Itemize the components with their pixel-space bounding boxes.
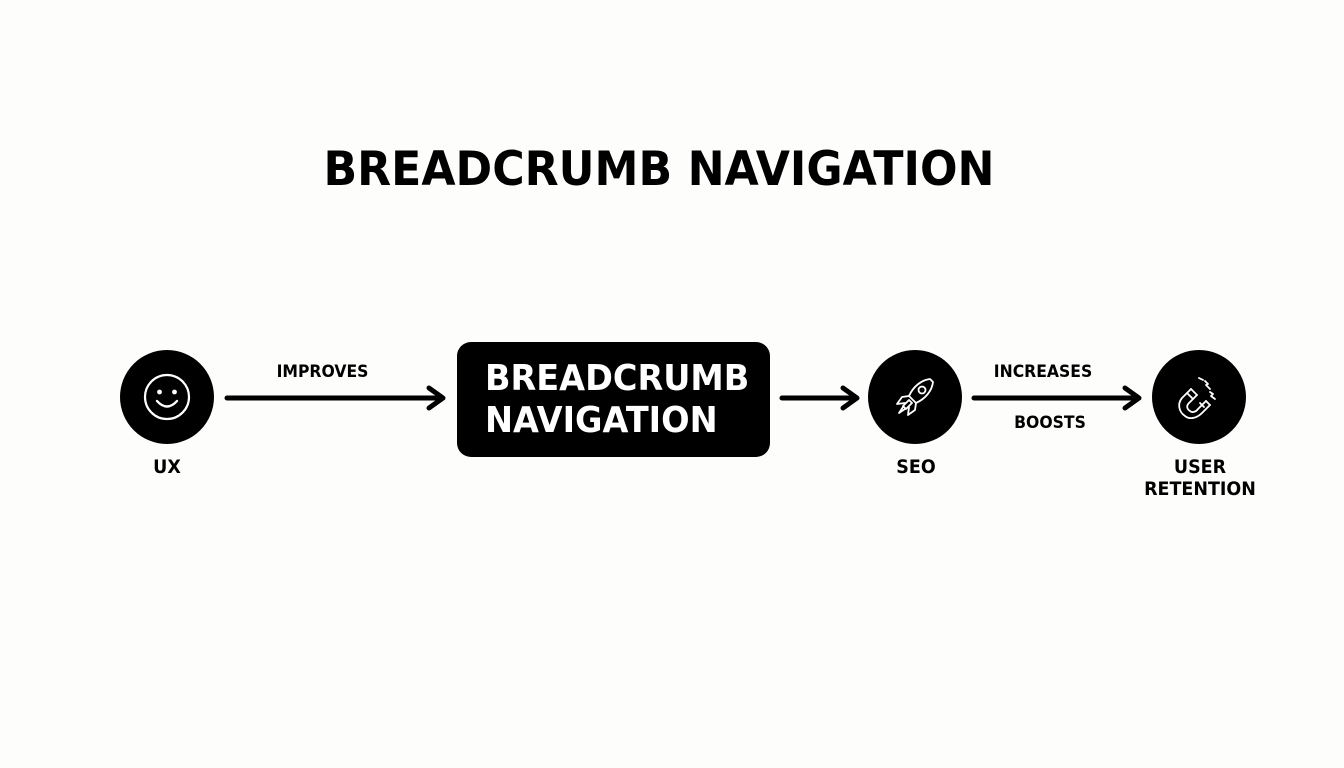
- seo-to-retention-arrow: [971, 385, 1144, 411]
- improves-label: IMPROVES: [276, 362, 369, 382]
- ux-node: [120, 350, 214, 444]
- user-retention-label: USER RETENTION: [1144, 456, 1256, 500]
- center-node-line1: BREADCRUMB: [485, 357, 750, 399]
- rocket-icon: [896, 378, 934, 416]
- increases-label: INCREASES: [993, 362, 1093, 382]
- seo-node: [868, 350, 962, 444]
- center-node-line2: NAVIGATION: [485, 399, 718, 441]
- center-to-seo-arrow: [779, 385, 862, 411]
- user-retention-node: [1152, 350, 1246, 444]
- magnet-icon: [1178, 377, 1216, 420]
- ux-label: UX: [153, 456, 181, 478]
- breadcrumb-navigation-node: BREADCRUMB NAVIGATION: [457, 342, 770, 457]
- improves-arrow: [224, 385, 450, 411]
- seo-label: SEO: [896, 456, 936, 478]
- boosts-label: BOOSTS: [1014, 413, 1086, 433]
- smiley-face-icon: [143, 373, 191, 421]
- diagram-title: BREADCRUMB NAVIGATION: [323, 142, 995, 197]
